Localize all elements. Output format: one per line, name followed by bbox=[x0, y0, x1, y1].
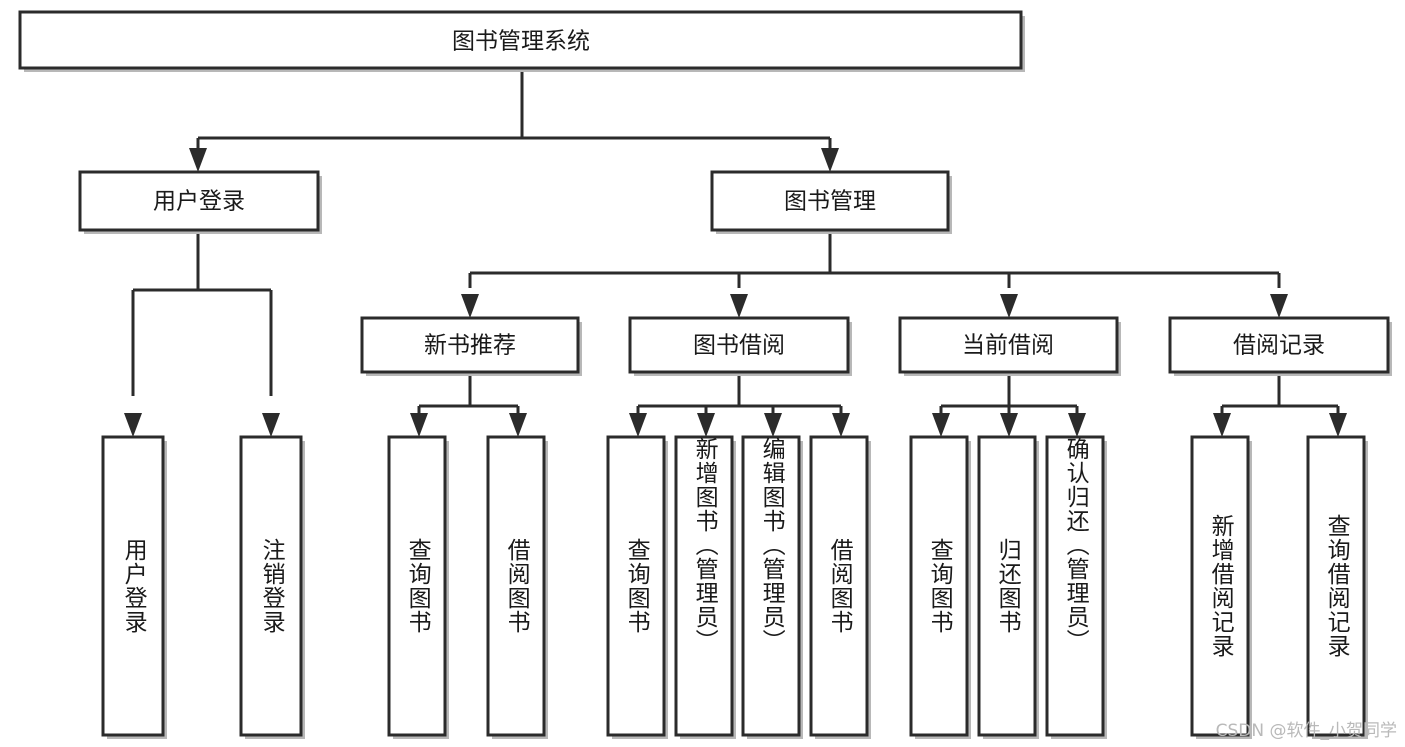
node-leaf-query-book-2[interactable] bbox=[606, 435, 668, 739]
node-layer: 图书管理系统 用户登录 图书管理 新书推荐 bbox=[18, 10, 1392, 739]
arrowhead-current-borrow bbox=[1000, 294, 1018, 318]
arrowhead-leaf-user-login bbox=[124, 413, 142, 437]
arrowhead-user-login bbox=[189, 148, 207, 172]
arrowhead-leaf-return-book bbox=[1000, 413, 1018, 437]
node-leaf-add-book[interactable] bbox=[674, 435, 736, 739]
arrowhead-new-book-rec bbox=[461, 294, 479, 318]
node-leaf-borrow-book-2[interactable] bbox=[809, 435, 871, 739]
node-leaf-user-logout[interactable] bbox=[239, 435, 305, 739]
arrowhead-leaf-borrow-book-1 bbox=[509, 413, 527, 437]
node-user-login[interactable]: 用户登录 bbox=[78, 170, 322, 234]
arrowhead-leaf-confirm-return bbox=[1068, 413, 1086, 437]
arrowhead-book-manage bbox=[821, 148, 839, 172]
node-borrow-record-label: 借阅记录 bbox=[1233, 333, 1325, 359]
node-current-borrow[interactable]: 当前借阅 bbox=[898, 316, 1121, 376]
arrowhead-leaf-add-book bbox=[697, 413, 715, 437]
node-leaf-user-login[interactable] bbox=[101, 435, 167, 739]
arrowhead-leaf-user-logout bbox=[262, 413, 280, 437]
node-user-login-label: 用户登录 bbox=[153, 189, 245, 215]
node-book-borrow-label: 图书借阅 bbox=[693, 333, 785, 359]
node-leaf-query-record[interactable] bbox=[1306, 435, 1368, 739]
arrowhead-leaf-query-book-3 bbox=[932, 413, 950, 437]
edge-layer bbox=[124, 70, 1347, 437]
arrowhead-leaf-add-record bbox=[1213, 413, 1231, 437]
node-current-borrow-label: 当前借阅 bbox=[962, 333, 1054, 359]
node-book-manage[interactable]: 图书管理 bbox=[710, 170, 952, 234]
csdn-watermark: CSDN @软件_小贺同学 bbox=[1215, 721, 1397, 741]
node-leaf-borrow-book-1[interactable] bbox=[486, 435, 548, 739]
arrowhead-borrow-record bbox=[1270, 294, 1288, 318]
node-leaf-confirm-return[interactable] bbox=[1045, 435, 1107, 739]
node-leaf-add-record[interactable] bbox=[1190, 435, 1252, 739]
node-book-manage-label: 图书管理 bbox=[784, 189, 876, 215]
node-new-book-rec[interactable]: 新书推荐 bbox=[360, 316, 582, 376]
arrowhead-leaf-query-record bbox=[1329, 413, 1347, 437]
arrowhead-leaf-edit-book bbox=[764, 413, 782, 437]
node-new-book-rec-label: 新书推荐 bbox=[424, 333, 516, 359]
node-root-label: 图书管理系统 bbox=[452, 29, 590, 55]
arrowhead-book-borrow bbox=[730, 294, 748, 318]
node-root[interactable]: 图书管理系统 bbox=[18, 10, 1025, 72]
node-leaf-return-book[interactable] bbox=[977, 435, 1039, 739]
node-leaf-query-book-3[interactable] bbox=[909, 435, 971, 739]
node-leaf-edit-book[interactable] bbox=[741, 435, 803, 739]
arrowhead-leaf-borrow-book-2 bbox=[832, 413, 850, 437]
arrowhead-leaf-query-book-1 bbox=[410, 413, 428, 437]
node-borrow-record[interactable]: 借阅记录 bbox=[1168, 316, 1392, 376]
node-book-borrow[interactable]: 图书借阅 bbox=[628, 316, 852, 376]
node-leaf-query-book-1[interactable] bbox=[387, 435, 449, 739]
arrowhead-leaf-query-book-2 bbox=[629, 413, 647, 437]
